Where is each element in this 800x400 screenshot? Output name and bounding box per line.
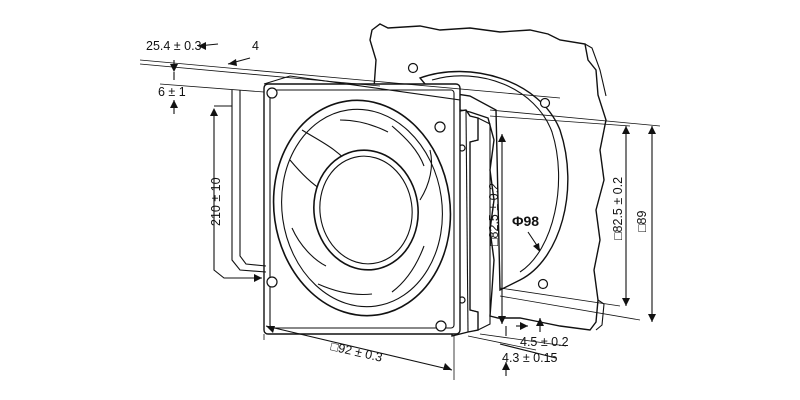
dim-cutout-diameter: Φ98 xyxy=(512,213,541,252)
dim-plate-offset-label: 4.5 ± 0.2 xyxy=(520,335,569,349)
dim-lead-length: 210 ± 10 xyxy=(209,105,262,282)
fan-hole-bottom-right xyxy=(435,320,447,332)
dim-hole-spacing-panel: □82.5 ± 0.2 xyxy=(611,126,630,306)
dim-hole-spacing-side-label: □82.5 ± 0.2 xyxy=(487,183,501,246)
dim-frame-offset-label: 4 xyxy=(252,39,259,53)
dim-lead-depth: 6 ± 1 xyxy=(158,85,186,114)
fan-hole-bottom-left xyxy=(266,276,278,288)
dim-panel-size: □89 xyxy=(635,126,656,322)
dim-plate-thickness: 4.3 ± 0.15 xyxy=(499,343,558,376)
panel-hole-bottom-right xyxy=(537,278,549,290)
dim-fan-size-label: □92 ± 0.3 xyxy=(329,339,383,364)
fan-hole-top-left xyxy=(266,87,278,99)
panel-hole-top-left xyxy=(407,62,419,74)
dim-cutout-diameter-label: Φ98 xyxy=(512,213,539,229)
dim-hole-spacing-panel-label: □82.5 ± 0.2 xyxy=(611,177,625,240)
fan-front xyxy=(263,75,461,335)
dim-frame-offset: 4 xyxy=(227,39,259,66)
dim-hole-spacing-side: □82.5 ± 0.2 xyxy=(487,134,506,324)
extension-lines xyxy=(139,59,661,380)
dim-lead-depth-label: 6 ± 1 xyxy=(158,85,186,99)
dim-width-offset: 25.4 ± 0.3 xyxy=(146,39,219,80)
dim-lead-length-label: 210 ± 10 xyxy=(209,177,223,226)
panel-hole-top-right xyxy=(539,97,551,109)
dim-plate-offset: 4.5 ± 0.2 xyxy=(505,318,569,349)
lead-wire xyxy=(231,90,267,273)
dim-panel-size-label: □89 xyxy=(635,210,649,232)
fan-hole-top-right xyxy=(434,121,446,133)
dim-plate-thickness-label: 4.3 ± 0.15 xyxy=(502,351,558,365)
dim-width-offset-label: 25.4 ± 0.3 xyxy=(146,39,202,53)
